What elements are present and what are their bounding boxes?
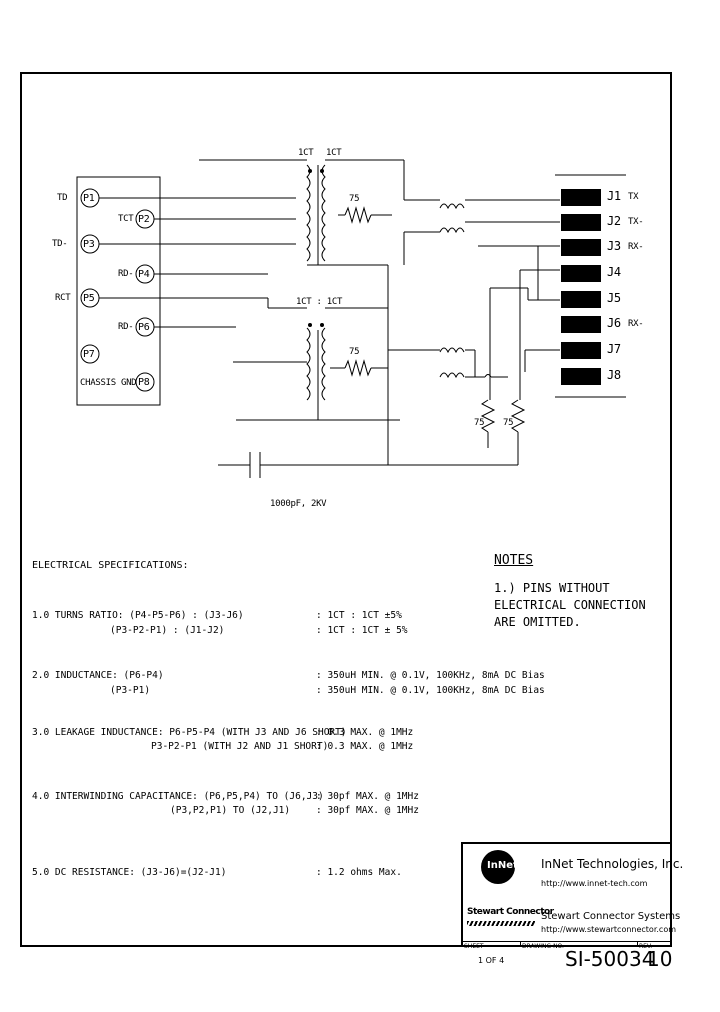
spec-value: : 350uH MIN. @ 0.1V, 100KHz, 8mA DC Bias bbox=[316, 685, 545, 696]
rd-minus-label: RD- bbox=[118, 322, 134, 332]
pin-label: P7 bbox=[83, 349, 95, 360]
spec-value: : 1.2 ohms Max. bbox=[316, 867, 402, 878]
jack-pin-label: J8 bbox=[607, 368, 621, 382]
spec-value: : 1CT : 1CT ±5% bbox=[316, 610, 402, 621]
j8-pad bbox=[561, 368, 601, 385]
electrical-specs-heading: ELECTRICAL SPECIFICATIONS: bbox=[32, 560, 189, 571]
pin-label: P3 bbox=[83, 239, 95, 250]
resistor-label: 75 bbox=[474, 418, 485, 428]
spec-label: 5.0 DC RESISTANCE: (J3-J6)=(J2-J1) bbox=[32, 867, 227, 878]
pin-circle bbox=[80, 344, 100, 364]
spec-value: : 0.3 MAX. @ 1MHz bbox=[316, 727, 414, 738]
spec-label: (P3-P1) bbox=[110, 685, 151, 696]
spec-value: : 0.3 MAX. @ 1MHz bbox=[316, 741, 414, 752]
signal-label: TX bbox=[628, 192, 639, 202]
stewart-name: Stewart Connector Systems bbox=[541, 911, 681, 922]
sheet-value: 1 OF 4 bbox=[478, 956, 505, 965]
spec-value: : 30pf MAX. @ 1MHz bbox=[316, 791, 419, 802]
resistor-label: 75 bbox=[349, 194, 360, 204]
rd-plus-label: RD- bbox=[118, 269, 134, 279]
signal-label: RX- bbox=[628, 319, 644, 329]
turns-label: 1CT bbox=[326, 148, 342, 158]
jack-pin-label: J6 bbox=[607, 316, 621, 330]
stewart-url: http://www.stewartconnector.com bbox=[541, 925, 677, 934]
spec-value: : 350uH MIN. @ 0.1V, 100KHz, 8mA DC Bias bbox=[316, 670, 545, 681]
jack-pin-label: J3 bbox=[607, 239, 621, 253]
tct-label: TCT bbox=[118, 214, 134, 224]
jack-pin-label: J1 bbox=[607, 189, 621, 203]
drawing-border bbox=[20, 72, 672, 947]
pin-label: P2 bbox=[138, 214, 150, 225]
spec-label: 3.0 LEAKAGE INDUCTANCE: P6-P5-P4 (WITH J… bbox=[32, 727, 347, 738]
j2-pad bbox=[561, 214, 601, 231]
pin-label: P6 bbox=[138, 322, 150, 333]
turns-label: 1CT : 1CT bbox=[296, 297, 343, 307]
rct-label: RCT bbox=[55, 293, 71, 303]
pin-label: P8 bbox=[138, 377, 150, 388]
notes-body: 1.) PINS WITHOUT ELECTRICAL CONNECTION A… bbox=[494, 581, 646, 629]
drawing-number: SI-50034 bbox=[565, 947, 655, 971]
company-url: http://www.innet-tech.com bbox=[541, 879, 648, 888]
resistor-label: 75 bbox=[349, 347, 360, 357]
revision-number: 10 bbox=[647, 947, 673, 971]
td-plus-label: TD bbox=[57, 193, 68, 203]
company-name: InNet Technologies, Inc. bbox=[541, 857, 684, 871]
signal-label: TX- bbox=[628, 217, 644, 227]
pin-label: P4 bbox=[138, 269, 150, 280]
innet-logo-text: InNet bbox=[487, 860, 518, 871]
spec-value: : 1CT : 1CT ± 5% bbox=[316, 625, 408, 636]
jack-pin-label: J2 bbox=[607, 214, 621, 228]
jack-pin-label: J7 bbox=[607, 342, 621, 356]
j7-pad bbox=[561, 342, 601, 359]
pin-label: P5 bbox=[83, 293, 95, 304]
j1-pad bbox=[561, 189, 601, 206]
sheet-label: SHEET bbox=[464, 943, 484, 950]
rj45-pin-block bbox=[76, 176, 161, 406]
rev-label: REV. bbox=[639, 943, 653, 950]
stewart-logo: Stewart Connector bbox=[467, 907, 554, 917]
notes-title: NOTES bbox=[494, 553, 534, 568]
j5-pad bbox=[561, 291, 601, 308]
chassis-gnd-label: CHASSIS GND bbox=[80, 378, 137, 388]
signal-label: RX- bbox=[628, 242, 644, 252]
spec-value: : 30pf MAX. @ 1MHz bbox=[316, 805, 419, 816]
resistor-label: 75 bbox=[503, 418, 514, 428]
j4-pad bbox=[561, 265, 601, 282]
spec-label: 1.0 TURNS RATIO: (P4-P5-P6) : (J3-J6) bbox=[32, 610, 244, 621]
j6-pad bbox=[561, 316, 601, 333]
turns-label: 1CT bbox=[298, 148, 314, 158]
td-minus-label: TD- bbox=[52, 239, 68, 249]
spec-label: P3-P2-P1 (WITH J2 AND J1 SHORT) bbox=[151, 741, 329, 752]
pin-label: P1 bbox=[83, 193, 95, 204]
title-block bbox=[461, 842, 672, 947]
spec-label: (P3,P2,P1) TO (J2,J1) bbox=[170, 805, 291, 816]
spec-label: (P3-P2-P1) : (J1-J2) bbox=[110, 625, 225, 636]
innet-logo-icon bbox=[481, 850, 515, 884]
pin-circle bbox=[135, 372, 155, 392]
stewart-logo-stripes bbox=[467, 921, 535, 926]
j3-pad bbox=[561, 239, 601, 256]
spec-label: 2.0 INDUCTANCE: (P6-P4) bbox=[32, 670, 164, 681]
spec-label: 4.0 INTERWINDING CAPACITANCE: (P6,P5,P4)… bbox=[32, 791, 324, 802]
jack-pin-label: J4 bbox=[607, 265, 621, 279]
jack-pin-label: J5 bbox=[607, 291, 621, 305]
capacitor-label: 1000pF, 2KV bbox=[270, 499, 327, 509]
drawing-label: DRAWING NO. bbox=[522, 943, 564, 950]
